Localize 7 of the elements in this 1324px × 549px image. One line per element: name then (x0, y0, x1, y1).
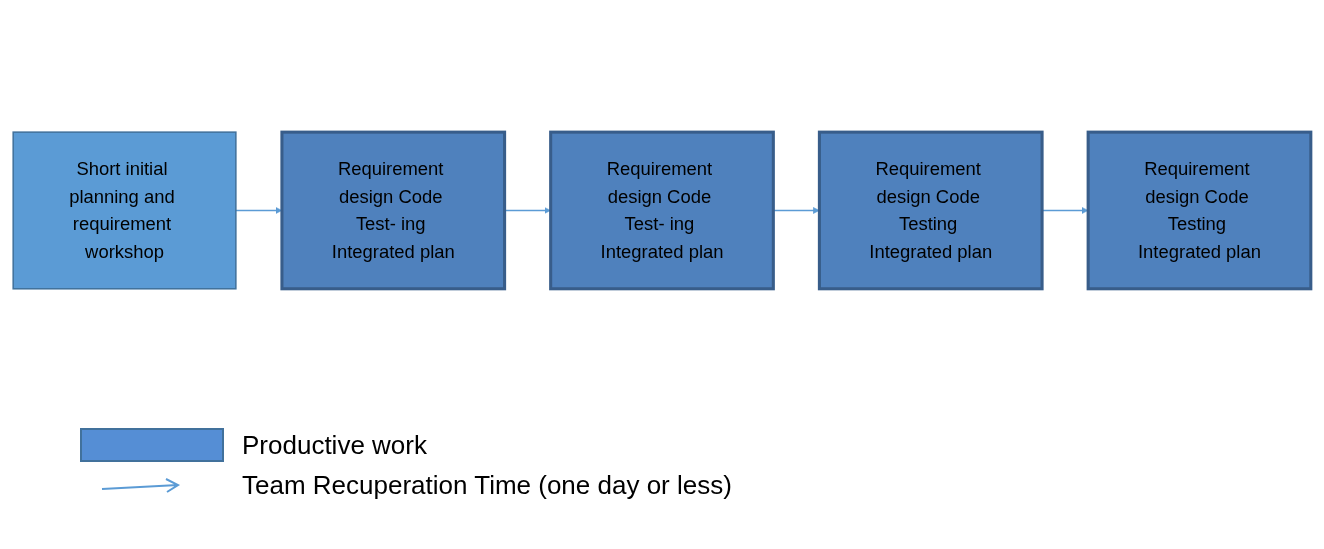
node-box: Requirement design Code Test- ing Integrated plan (280, 130, 507, 290)
node-box: Requirement design Code Testing Integrated plan (817, 130, 1044, 290)
legend-text: Productive work (242, 429, 427, 461)
node-box: Short initial planning and requirement workshop (12, 130, 237, 290)
node-box: Requirement design Code Testing Integrated plan (1086, 130, 1313, 290)
legend-text: Team Recuperation Time (one day or less) (242, 470, 732, 501)
node-box: Requirement design Code Test- ing Integrated plan (549, 130, 775, 290)
